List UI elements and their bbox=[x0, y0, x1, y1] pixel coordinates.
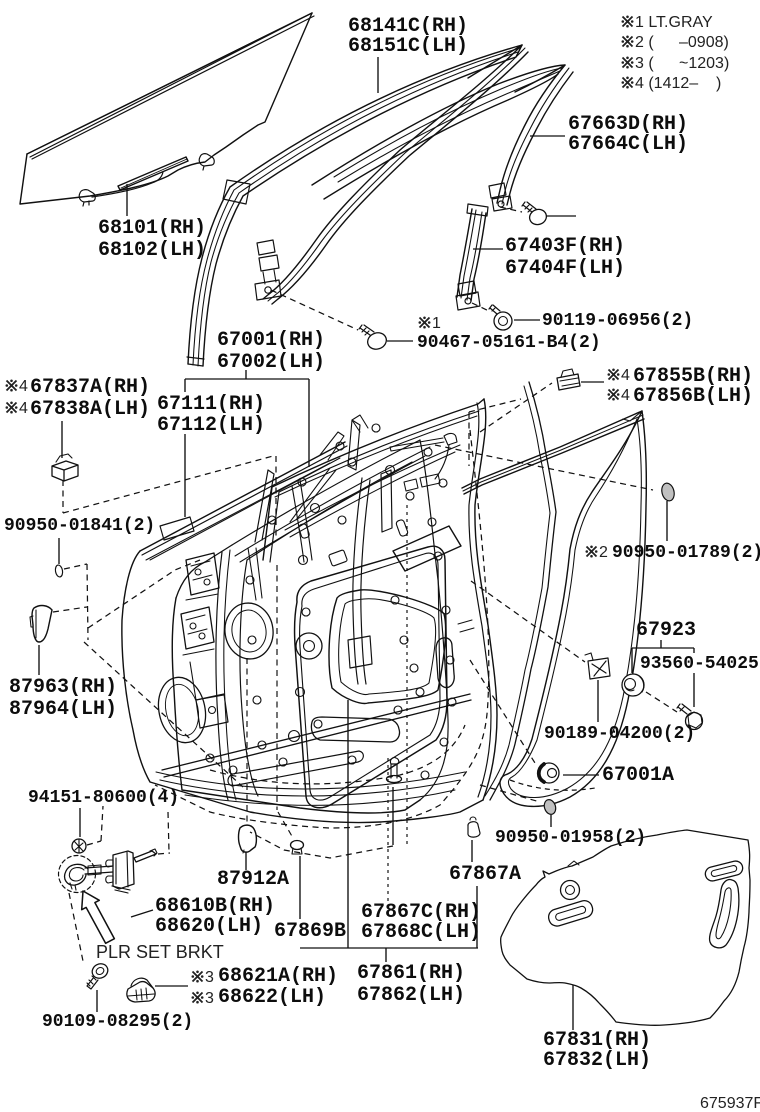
svg-text:67403F(RH): 67403F(RH) bbox=[505, 235, 625, 258]
svg-text:3: 3 bbox=[205, 969, 214, 986]
svg-text:–0908): –0908) bbox=[679, 34, 729, 51]
svg-text:90950-01841(2): 90950-01841(2) bbox=[4, 516, 155, 536]
svg-text:67862(LH): 67862(LH) bbox=[357, 984, 465, 1007]
svg-text:68622(LH): 68622(LH) bbox=[218, 986, 326, 1009]
svg-text:68141C(RH): 68141C(RH) bbox=[348, 15, 468, 38]
svg-text:675937F: 675937F bbox=[700, 1095, 760, 1112]
svg-text:90109-08295(2): 90109-08295(2) bbox=[42, 1012, 193, 1032]
svg-text:93560-54025: 93560-54025 bbox=[640, 654, 759, 674]
svg-text:1: 1 bbox=[432, 315, 441, 332]
svg-text:87912A: 87912A bbox=[217, 868, 289, 891]
svg-text:90950-01958(2): 90950-01958(2) bbox=[495, 828, 646, 848]
svg-text:PLR SET BRKT: PLR SET BRKT bbox=[96, 942, 224, 962]
svg-text:67869B: 67869B bbox=[274, 920, 346, 943]
svg-text:2: 2 bbox=[599, 544, 608, 561]
svg-text:3 (: 3 ( bbox=[635, 55, 654, 72]
svg-text:2 (: 2 ( bbox=[635, 34, 654, 51]
svg-text:67001A: 67001A bbox=[602, 764, 674, 787]
svg-text:): ) bbox=[716, 75, 721, 92]
svg-text:4 (1412–: 4 (1412– bbox=[635, 75, 698, 92]
svg-text:68102(LH): 68102(LH) bbox=[98, 239, 206, 262]
svg-text:1 LT.GRAY: 1 LT.GRAY bbox=[635, 14, 713, 31]
svg-text:90189-04200(2): 90189-04200(2) bbox=[544, 724, 695, 744]
svg-text:68151C(LH): 68151C(LH) bbox=[348, 35, 468, 58]
svg-text:68101(RH): 68101(RH) bbox=[98, 217, 206, 240]
svg-text:67664C(LH): 67664C(LH) bbox=[568, 133, 688, 156]
svg-text:68620(LH): 68620(LH) bbox=[155, 915, 263, 938]
svg-text:67861(RH): 67861(RH) bbox=[357, 962, 465, 985]
svg-text:3: 3 bbox=[205, 990, 214, 1007]
svg-text:~1203): ~1203) bbox=[679, 55, 729, 72]
svg-text:67868C(LH): 67868C(LH) bbox=[361, 921, 481, 944]
svg-text:67838A(LH): 67838A(LH) bbox=[30, 398, 150, 421]
svg-text:67867A: 67867A bbox=[449, 863, 521, 886]
svg-text:4: 4 bbox=[621, 387, 630, 404]
svg-text:67001(RH): 67001(RH) bbox=[217, 329, 325, 352]
svg-text:87964(LH): 87964(LH) bbox=[9, 698, 117, 721]
svg-text:90467-05161-B4(2): 90467-05161-B4(2) bbox=[417, 333, 601, 353]
svg-text:67112(LH): 67112(LH) bbox=[157, 414, 265, 437]
svg-text:67404F(LH): 67404F(LH) bbox=[505, 257, 625, 280]
svg-text:67111(RH): 67111(RH) bbox=[157, 393, 265, 416]
svg-text:67002(LH): 67002(LH) bbox=[217, 351, 325, 374]
svg-text:68610B(RH): 68610B(RH) bbox=[155, 895, 275, 918]
svg-text:4: 4 bbox=[19, 378, 28, 395]
svg-text:67832(LH): 67832(LH) bbox=[543, 1049, 651, 1072]
svg-text:4: 4 bbox=[19, 400, 28, 417]
svg-text:87963(RH): 87963(RH) bbox=[9, 676, 117, 699]
svg-text:94151-80600(4): 94151-80600(4) bbox=[28, 788, 179, 808]
svg-text:67837A(RH): 67837A(RH) bbox=[30, 376, 150, 399]
svg-text:67867C(RH): 67867C(RH) bbox=[361, 901, 481, 924]
svg-text:4: 4 bbox=[621, 367, 630, 384]
svg-text:67856B(LH): 67856B(LH) bbox=[633, 385, 753, 408]
svg-text:67663D(RH): 67663D(RH) bbox=[568, 113, 688, 136]
svg-text:67855B(RH): 67855B(RH) bbox=[633, 365, 753, 388]
svg-text:68621A(RH): 68621A(RH) bbox=[218, 965, 338, 988]
svg-text:90950-01789(2): 90950-01789(2) bbox=[612, 543, 760, 563]
svg-text:90119-06956(2): 90119-06956(2) bbox=[542, 311, 693, 331]
svg-text:67923: 67923 bbox=[636, 619, 696, 642]
svg-text:67831(RH): 67831(RH) bbox=[543, 1029, 651, 1052]
